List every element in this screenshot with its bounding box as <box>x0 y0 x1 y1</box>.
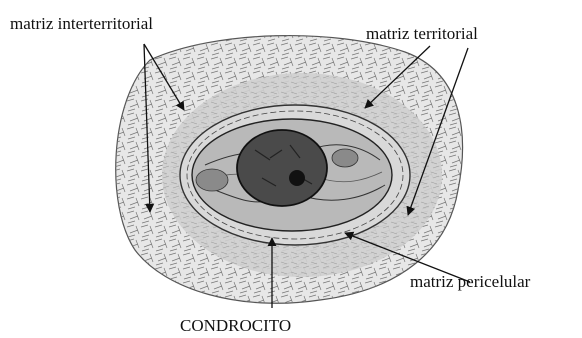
label-matriz-interterritorial: matriz interterritorial <box>10 14 153 34</box>
vacuole-left <box>196 169 228 191</box>
nucleus <box>237 130 327 206</box>
label-matriz-pericelular: matriz pericelular <box>410 272 530 292</box>
label-condrocito: CONDROCITO <box>180 316 291 336</box>
label-matriz-territorial: matriz territorial <box>366 24 478 44</box>
vacuole-right <box>332 149 358 167</box>
nucleolus <box>289 170 305 186</box>
